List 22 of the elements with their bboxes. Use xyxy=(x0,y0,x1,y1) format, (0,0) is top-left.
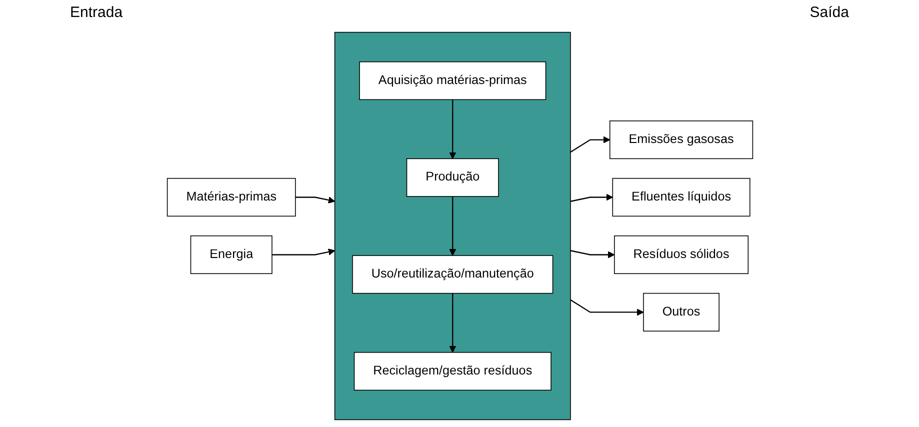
column-heading: Saída xyxy=(810,4,849,23)
arrow xyxy=(570,250,614,258)
node-box: Reciclagem/gestão resíduos xyxy=(353,352,551,391)
node-box: Energia xyxy=(190,235,272,274)
cluster xyxy=(334,32,570,420)
node-box: Efluentes líquidos xyxy=(612,178,750,217)
column-heading: Entrada xyxy=(70,4,123,23)
arrow xyxy=(570,194,612,202)
node-box: Resíduos sólidos xyxy=(614,235,748,274)
node-box: Aquisição matérias-primas xyxy=(358,61,546,100)
node-box: Matérias-primas xyxy=(166,178,296,217)
arrow xyxy=(448,100,456,159)
node-box: Outros xyxy=(642,292,719,332)
arrow xyxy=(570,299,644,316)
arrow xyxy=(570,136,610,153)
node-box: Uso/reutilização/manutenção xyxy=(352,255,553,294)
arrow xyxy=(271,248,335,256)
node-box: Produção xyxy=(406,158,498,197)
arrow xyxy=(294,196,335,204)
arrow xyxy=(448,196,456,256)
node-box: Emissões gasosas xyxy=(608,120,753,160)
arrow xyxy=(448,293,456,353)
